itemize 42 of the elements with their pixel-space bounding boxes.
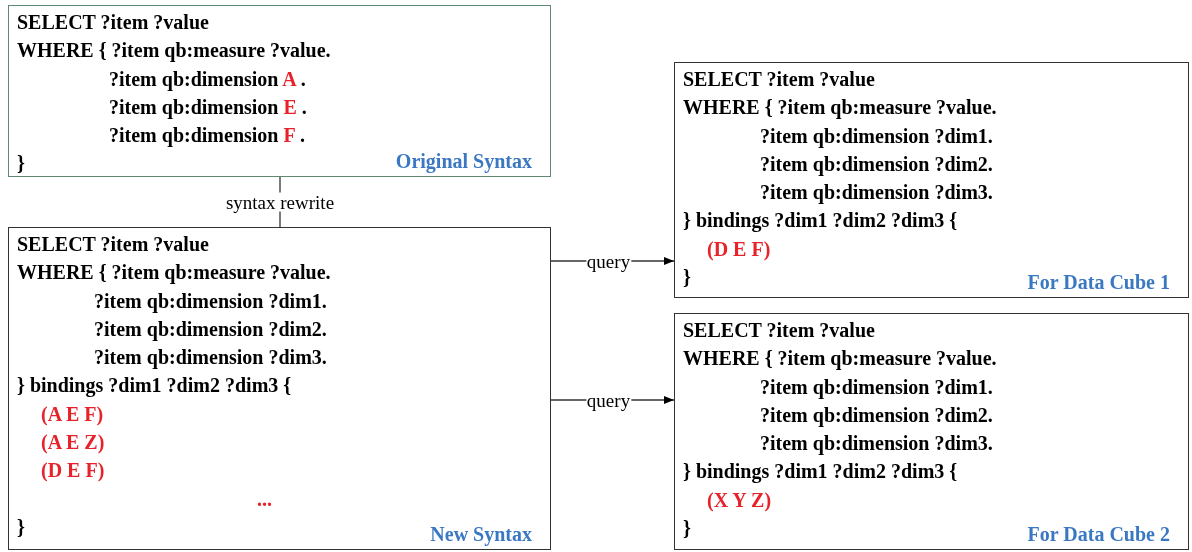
code-line: WHERE { ?item qb:measure ?value. <box>683 346 997 372</box>
code-line: WHERE { ?item qb:measure ?value. <box>17 260 331 286</box>
code-line: SELECT ?item ?value <box>683 318 875 343</box>
box-caption: For Data Cube 2 <box>1027 522 1170 547</box>
code-line: } bindings ?dim1 ?dim2 ?dim3 { <box>683 459 958 485</box>
code-line: WHERE { ?item qb:measure ?value. <box>17 38 331 64</box>
code-line: ?item qb:dimension E . <box>109 94 307 121</box>
code-line: } <box>683 265 691 291</box>
code-line: ?item qb:dimension ?dim2. <box>760 402 993 429</box>
code-line: WHERE { ?item qb:measure ?value. <box>683 95 997 121</box>
code-line: ?item qb:dimension ?dim2. <box>94 316 327 343</box>
code-box <box>8 5 551 177</box>
code-line: } bindings ?dim1 ?dim2 ?dim3 { <box>17 373 292 399</box>
code-line: } <box>683 516 691 542</box>
code-line: ?item qb:dimension ?dim2. <box>760 151 993 178</box>
code-line: ?item qb:dimension ?dim3. <box>760 431 993 457</box>
code-line: ?item qb:dimension ?dim1. <box>760 123 993 150</box>
box-caption: New Syntax <box>430 522 532 547</box>
code-line: (A E F) <box>41 401 104 428</box>
code-line: ... <box>257 486 272 512</box>
code-line: ?item qb:dimension ?dim1. <box>760 374 993 401</box>
code-line: } <box>17 514 25 540</box>
code-line: ?item qb:dimension ?dim3. <box>760 180 993 206</box>
code-line: (D E F) <box>707 236 771 263</box>
code-line: ?item qb:dimension ?dim3. <box>94 345 327 371</box>
code-box <box>674 62 1189 298</box>
edge-label: syntax rewrite <box>224 192 336 212</box>
code-line: (D E F) <box>41 458 105 484</box>
code-line: SELECT ?item ?value <box>17 10 209 35</box>
code-line: (A E Z) <box>41 430 105 456</box>
code-box <box>8 227 551 550</box>
code-box <box>674 313 1189 550</box>
code-line: ?item qb:dimension F . <box>109 123 305 149</box>
code-line: SELECT ?item ?value <box>17 232 209 257</box>
code-line: ?item qb:dimension ?dim1. <box>94 288 327 315</box>
code-line: } bindings ?dim1 ?dim2 ?dim3 { <box>683 208 958 234</box>
code-line: } <box>17 151 25 177</box>
box-caption: Original Syntax <box>395 149 532 174</box>
code-line: ?item qb:dimension A . <box>109 66 306 93</box>
code-line: (X Y Z) <box>707 487 772 514</box>
box-caption: For Data Cube 1 <box>1027 270 1170 295</box>
code-line: SELECT ?item ?value <box>683 67 875 92</box>
